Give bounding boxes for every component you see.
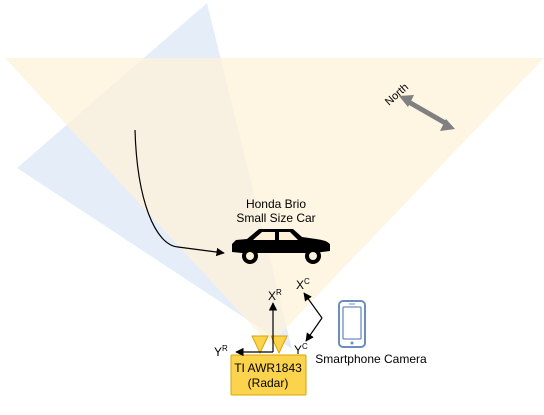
radar-fov <box>5 58 544 345</box>
camera-y-axis <box>305 317 323 342</box>
radar-label-line1: TI AWR1843 <box>234 361 302 375</box>
radar-box <box>230 354 307 396</box>
car-label-line1: Honda Brio <box>246 197 306 211</box>
camera-y-label: YC <box>294 342 308 357</box>
car-trajectory <box>134 129 225 257</box>
radar-label-line2: (Radar) <box>248 376 289 390</box>
camera-label: Smartphone Camera <box>315 352 427 366</box>
car-icon <box>232 229 330 264</box>
smartphone-icon <box>338 300 366 348</box>
camera-x-axis <box>303 292 323 319</box>
camera-x-label: XC <box>296 277 310 292</box>
car-label-line2: Small Size Car <box>236 211 315 225</box>
radar-antenna-icon <box>251 335 288 355</box>
north-arrow-icon <box>399 95 455 131</box>
radar-x-label: XR <box>268 288 282 303</box>
radar-y-label: YR <box>214 344 228 359</box>
